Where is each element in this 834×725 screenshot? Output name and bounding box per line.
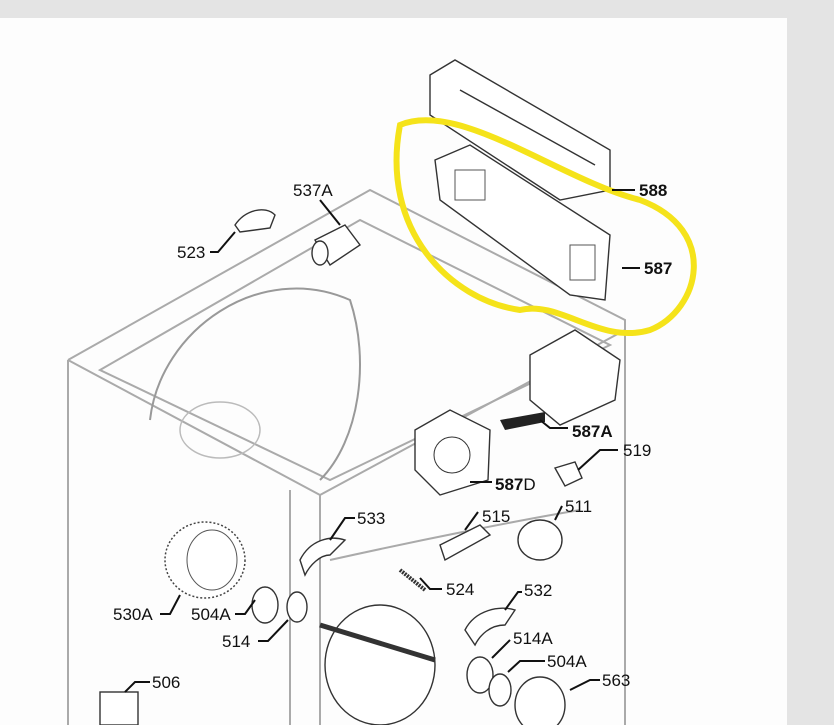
part-511-capacitor [517,519,563,561]
label-587A: 587A [572,422,613,441]
part-530A-fan [164,521,246,599]
part-524-spring [398,568,427,592]
part-532-bracket [464,607,517,647]
label-524: 524 [446,580,474,599]
part-519 [553,461,583,487]
label-523: 523 [177,243,205,262]
label-587D-suffix: D [523,475,535,494]
label-504A-right: 504A [547,652,587,671]
part-504A-ring-left [251,586,279,624]
label-587D: 587D [495,475,536,494]
label-514A: 514A [513,629,553,648]
label-537A: 537A [293,181,333,200]
part-515 [439,524,492,562]
label-588: 588 [639,181,667,200]
part-504A-ring-right [488,673,512,707]
leader-lines [124,189,640,693]
label-506: 506 [152,673,180,692]
label-563: 563 [602,671,630,690]
label-533: 533 [357,509,385,528]
label-532: 532 [524,581,552,600]
part-587A-selector [500,329,621,430]
label-504A-left: 504A [191,605,231,624]
part-514-ring [286,591,308,623]
part-563-pulley [514,676,566,725]
label-530A: 530A [113,605,153,624]
part-motor [319,604,436,725]
highlight-circle [393,117,697,337]
part-506 [99,691,139,725]
part-523 [234,209,276,233]
part-537A-capacitor [311,224,362,266]
label-514: 514 [222,632,250,651]
part-587D-module [414,409,491,496]
part-587-control-board [434,144,611,301]
label-587: 587 [644,259,672,278]
label-511: 511 [565,497,592,516]
label-587D-number: 587 [495,475,523,494]
part-514A-ring [466,656,494,694]
part-533-bracket [299,537,347,577]
label-519: 519 [623,441,651,460]
label-515: 515 [482,507,510,526]
